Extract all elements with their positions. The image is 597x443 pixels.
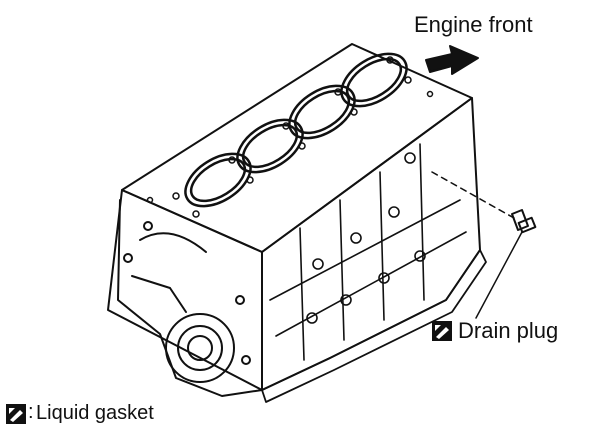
drain-plug-label: Drain plug (458, 318, 559, 343)
drain-plug (511, 209, 537, 234)
liquid-gasket-icon (432, 321, 452, 341)
engine-front-arrow (425, 45, 479, 75)
liquid-gasket-icon (6, 404, 26, 424)
crank-seal-housing (117, 199, 263, 397)
deck-bolt-holes (146, 56, 434, 218)
cylinder-bores (184, 52, 408, 208)
block-ribs (269, 143, 467, 361)
legend-liquid-gasket: Liquid gasket (36, 402, 154, 424)
oil-pan-rail (261, 249, 487, 403)
legend-colon: : (28, 401, 34, 423)
engine-front-label: Engine front (414, 12, 533, 37)
block-left-face (107, 189, 263, 391)
drain-plug-leader (475, 231, 523, 319)
drain-plug-path (431, 171, 515, 219)
